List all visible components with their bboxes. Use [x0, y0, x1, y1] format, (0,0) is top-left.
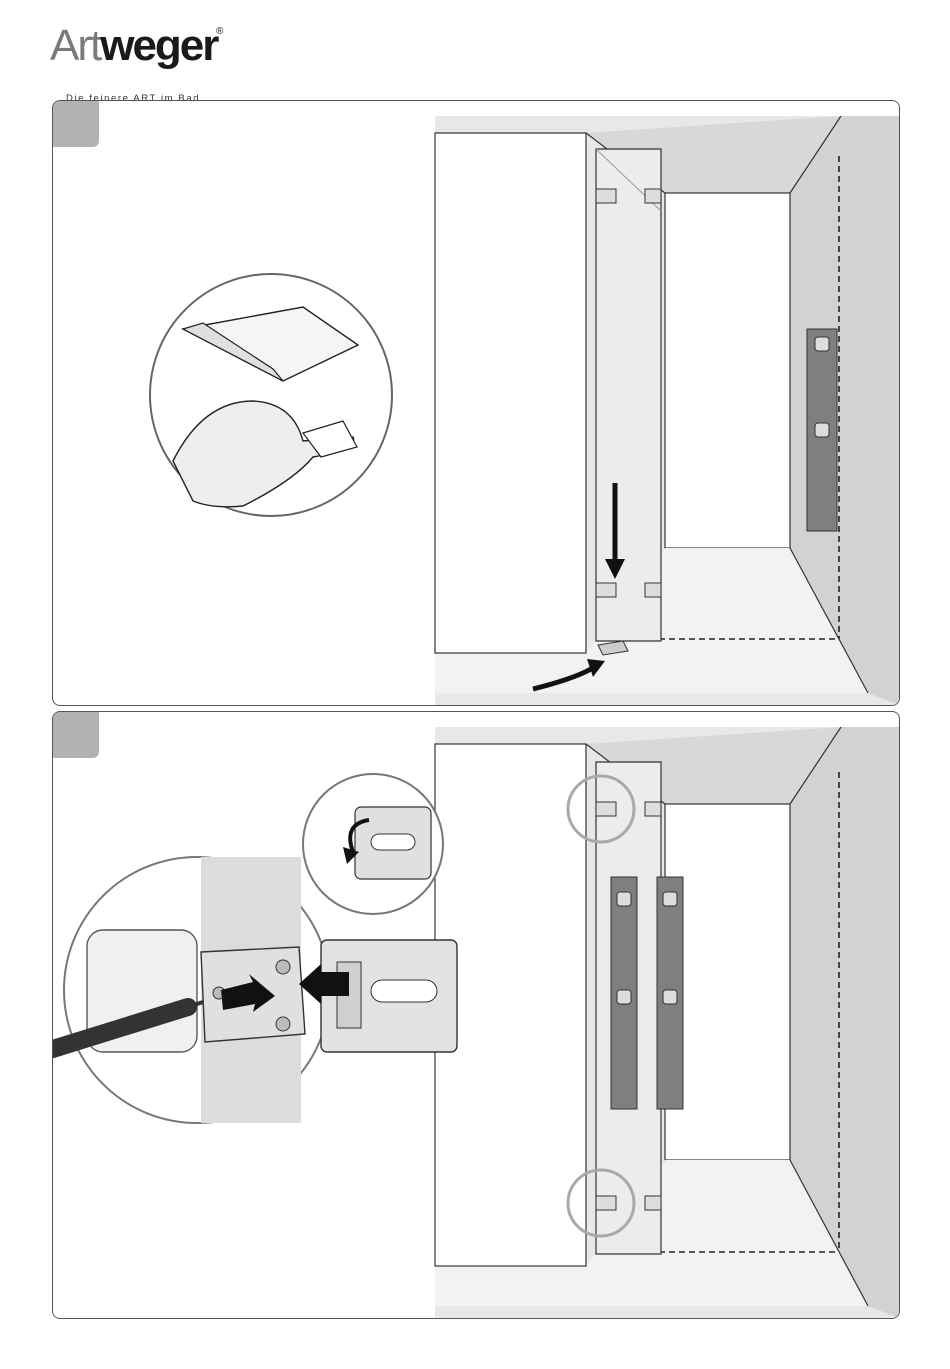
step-1-illustration [53, 101, 899, 705]
hinge-bracket-icon [596, 1196, 616, 1210]
bracket-part [299, 940, 457, 1052]
step-2-panel [52, 711, 900, 1319]
spirit-level-icon [611, 877, 637, 1109]
hinge-bracket-icon [645, 802, 661, 816]
glass-panel [596, 149, 661, 655]
logo-art: Art [50, 21, 100, 70]
detail-circle-marking [53, 857, 330, 1123]
logo-wordmark: Artweger [50, 22, 217, 70]
hinge-bracket-icon [596, 189, 616, 203]
hinge-bracket-icon [645, 1196, 661, 1210]
step-1-panel [52, 100, 900, 706]
detail-circle-shim [150, 274, 392, 516]
registered-mark: ® [216, 26, 223, 37]
step-1-badge [53, 101, 99, 147]
spirit-level-icon [657, 877, 683, 1109]
hinge-bracket-icon [645, 189, 661, 203]
spirit-level-icon [807, 329, 837, 531]
hinge-bracket-icon [645, 583, 661, 597]
hinge-bracket-icon [596, 802, 616, 816]
detail-circle-rotate [303, 774, 443, 914]
brand-logo: Artweger ® Die feinere ART im Bad [50, 22, 240, 84]
step-2-illustration [53, 712, 899, 1318]
logo-weger: weger [100, 21, 217, 70]
hinge-bracket-icon [596, 583, 616, 597]
step-2-badge [53, 712, 99, 758]
